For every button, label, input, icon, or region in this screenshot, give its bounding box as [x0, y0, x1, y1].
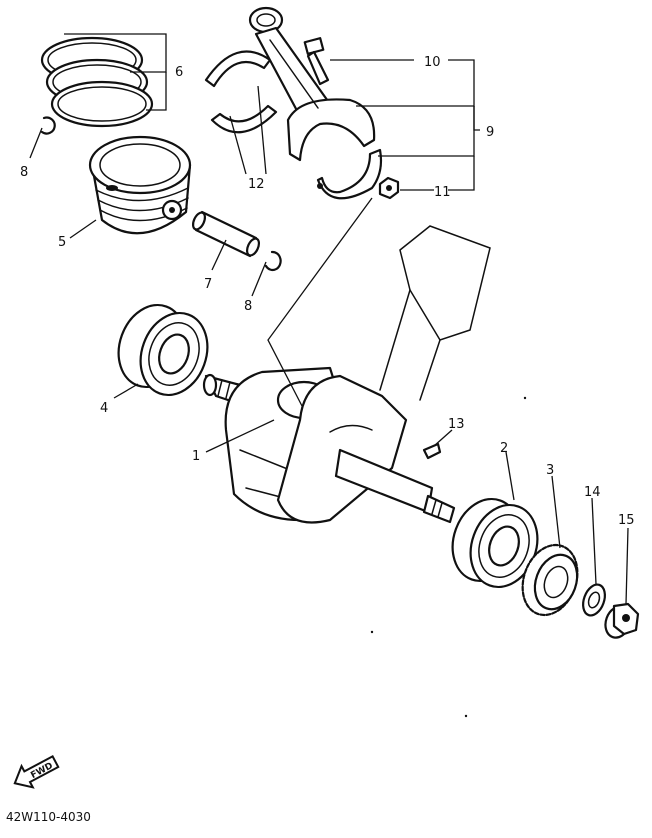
callout-1: 1: [192, 449, 200, 464]
bearing-right: [451, 497, 539, 589]
callout-15: 15: [618, 513, 635, 528]
rod-bolt: [303, 37, 330, 86]
callout-6: 6: [175, 65, 183, 80]
piston-pin: [191, 210, 261, 258]
pin-clip-lower: [264, 250, 282, 272]
washer: [582, 583, 606, 617]
callout-14: 14: [584, 485, 601, 500]
pin-clip-upper: [40, 116, 56, 135]
crankshaft: [202, 225, 491, 524]
callout-2: 2: [500, 441, 508, 456]
callout-9: 9: [486, 125, 494, 140]
callout-3: 3: [546, 463, 554, 478]
flange-nut: [604, 602, 640, 639]
callout-12: 12: [248, 177, 265, 192]
leader-lines: [29, 33, 629, 605]
stray-marks: [370, 396, 527, 718]
callout-10: 10: [424, 55, 441, 70]
woodruff-key: [422, 442, 442, 460]
rod-nut: [378, 176, 400, 200]
callout-11: 11: [434, 185, 451, 200]
fwd-arrow-icon: FWD: [13, 755, 60, 789]
callout-4: 4: [100, 401, 108, 416]
callout-7: 7: [204, 277, 212, 292]
callout-8-lower: 8: [244, 299, 252, 314]
piston-ring-set: [40, 36, 154, 128]
rod-cap: [316, 148, 383, 200]
piston: [88, 135, 192, 235]
connecting-rod: [248, 6, 376, 162]
drawing-code: 42W110-4030: [6, 810, 91, 824]
callout-13: 13: [448, 417, 465, 432]
bearing-left: [117, 303, 209, 397]
callouts: 6 8 5 7 8 4 12 10 9 11 1 13 2 3 14 15: [20, 55, 635, 528]
callout-8-upper: 8: [20, 165, 28, 180]
callout-5: 5: [58, 235, 66, 250]
bearing-shells: [204, 50, 278, 134]
primary-gear: [521, 543, 579, 617]
